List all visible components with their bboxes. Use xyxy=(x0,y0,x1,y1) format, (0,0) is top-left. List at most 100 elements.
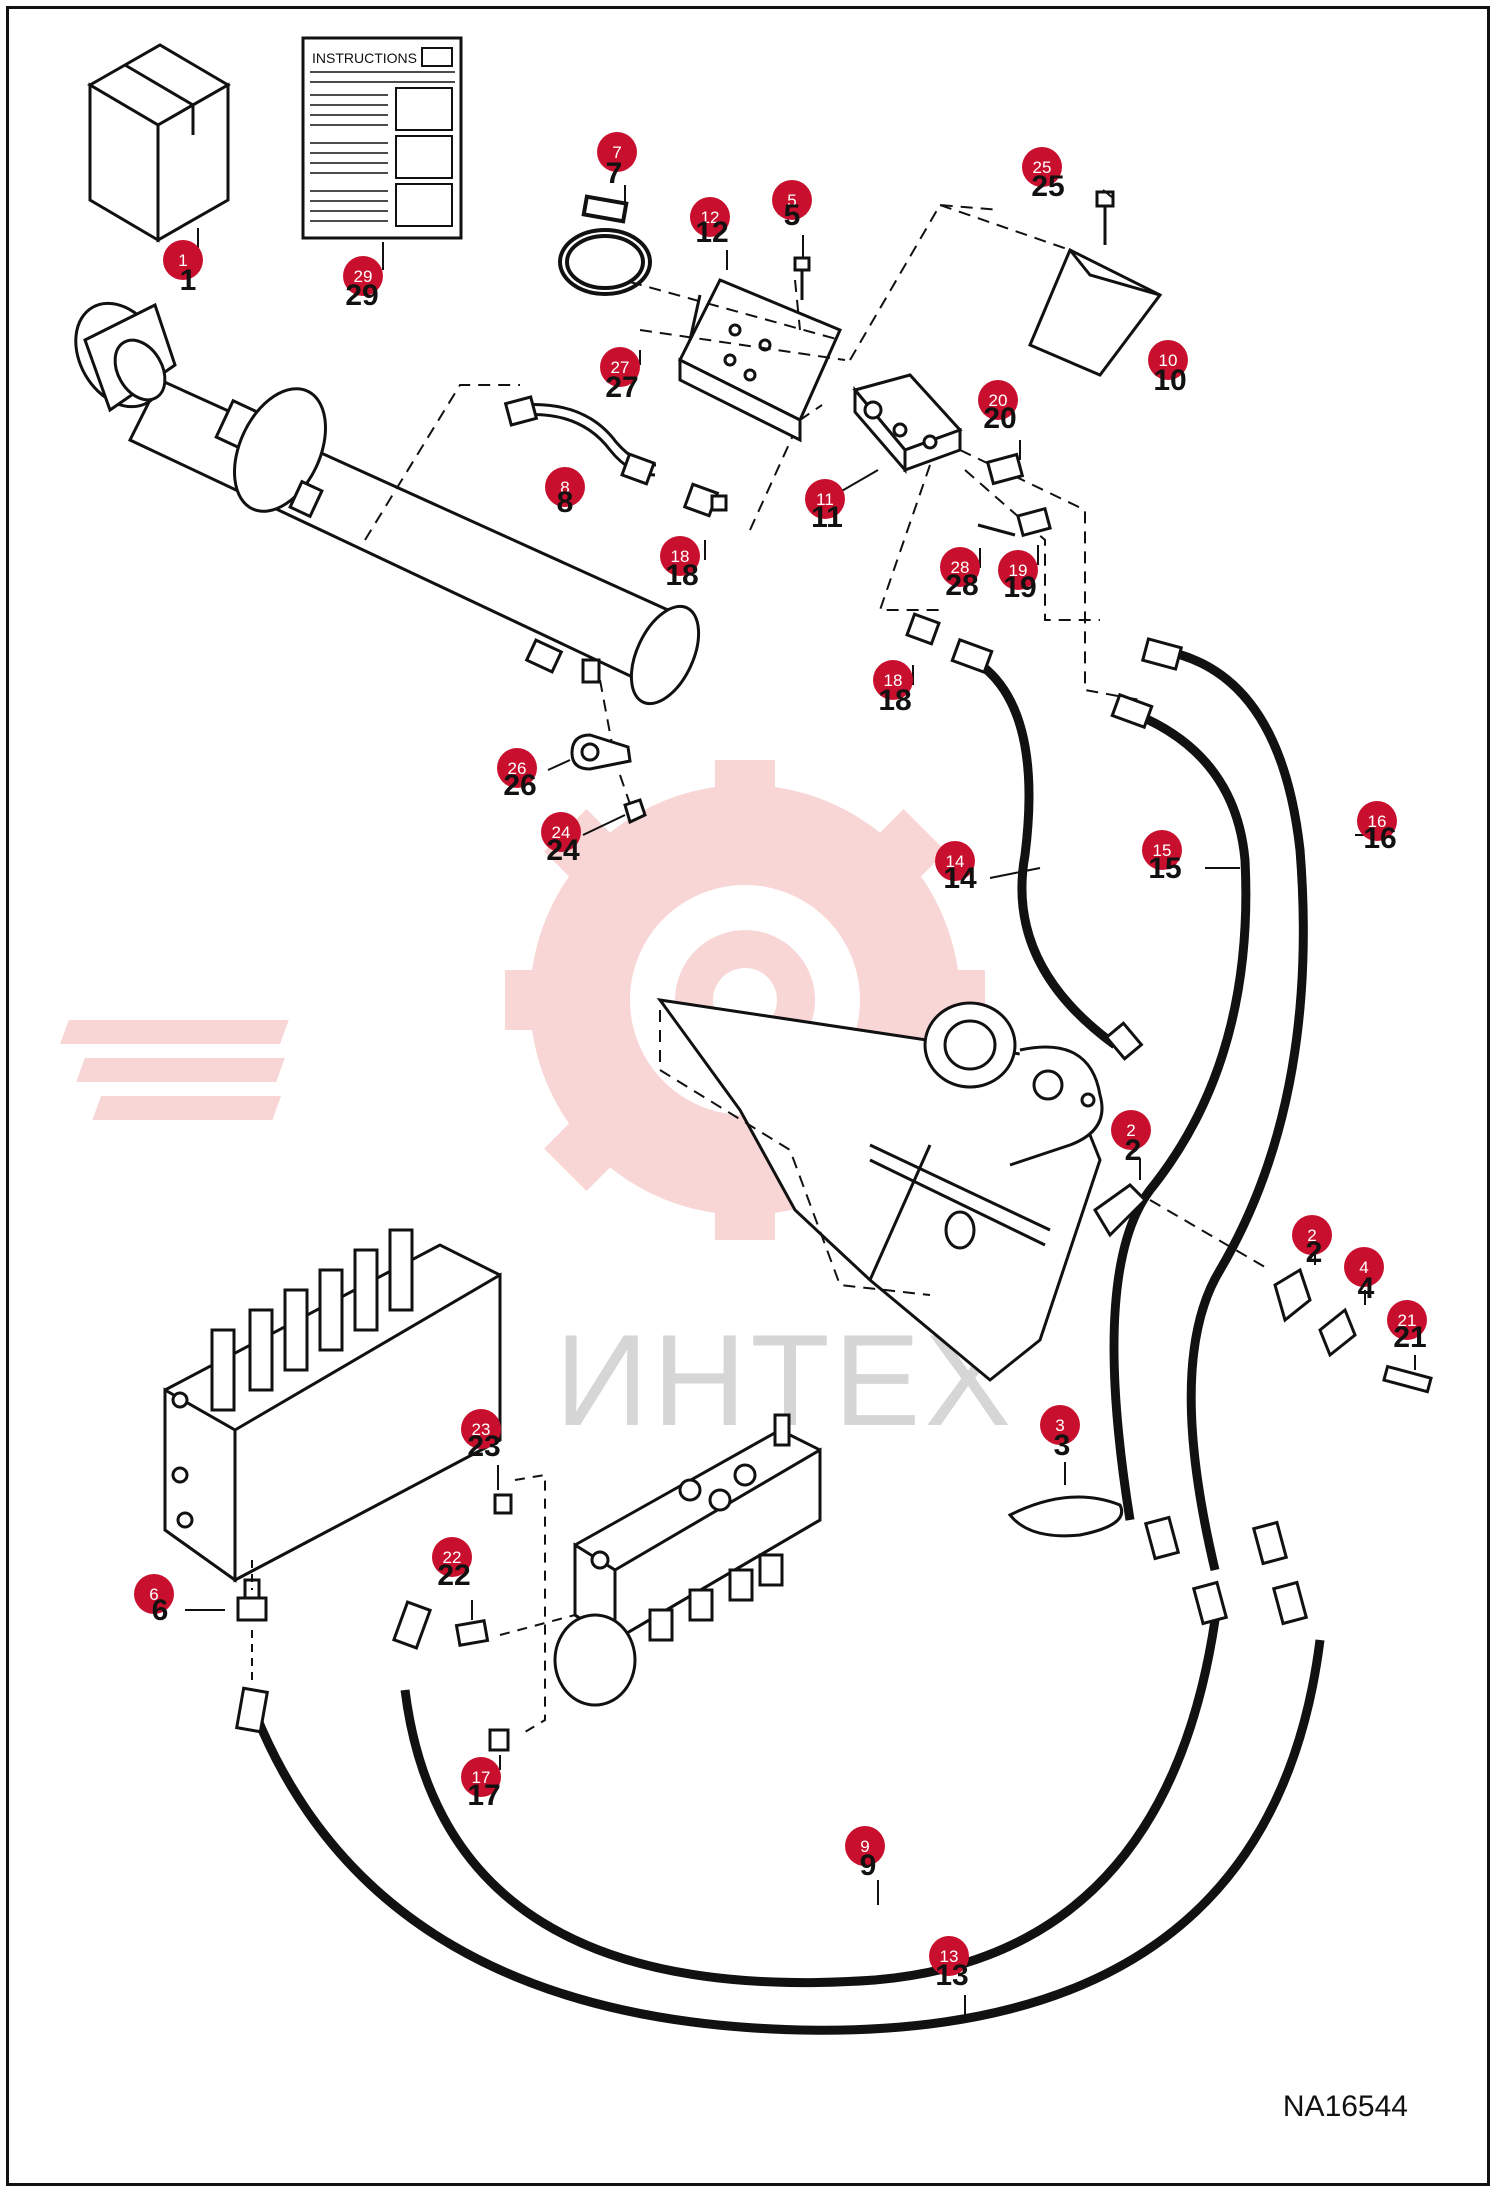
callout-badge xyxy=(978,380,1018,420)
callout-badge-number: 11 xyxy=(816,490,834,509)
callout-badge xyxy=(545,467,585,507)
callout-badge xyxy=(343,256,383,296)
instructions-sheet: INSTRUCTIONS xyxy=(301,36,463,240)
callout-part-label: 19 xyxy=(1003,571,1036,604)
callout-part-label: 14 xyxy=(943,862,977,895)
callout-badge-number: 16 xyxy=(1368,812,1387,831)
fitting-part xyxy=(905,452,1052,646)
callout-part-label: 2 xyxy=(1306,1236,1323,1269)
callout-part-label: 13 xyxy=(935,1959,968,1992)
callout-part-label: 5 xyxy=(784,199,801,232)
callout-badge xyxy=(1292,1215,1332,1255)
callout-badge xyxy=(163,240,203,280)
callout-badge-number: 9 xyxy=(860,1837,869,1856)
callout-part-label: 1 xyxy=(180,264,197,297)
instructions-title: INSTRUCTIONS xyxy=(312,50,417,66)
callout-badge-number: 2 xyxy=(1307,1226,1316,1245)
callout-badge xyxy=(134,1574,174,1614)
hose-clamp-part xyxy=(570,733,647,825)
callout-part-label: 9 xyxy=(860,1849,877,1882)
callout-badge xyxy=(461,1757,501,1797)
hydraulic-hoses xyxy=(245,645,1325,2035)
control-valve-part xyxy=(163,1228,502,1583)
callout-badge xyxy=(1022,147,1062,187)
callout-badge xyxy=(873,660,913,700)
callout-badge xyxy=(1387,1300,1427,1340)
callout-badge-number: 24 xyxy=(552,823,571,842)
callout-part-label: 22 xyxy=(437,1559,470,1592)
callout-part-label: 18 xyxy=(878,684,911,717)
callout-badge-number: 15 xyxy=(1153,841,1172,860)
callout-c6: 66 xyxy=(134,1574,174,1627)
callout-c4: 44 xyxy=(1344,1247,1384,1305)
callout-badge-number: 1 xyxy=(178,251,187,270)
callout-badge xyxy=(1357,801,1397,841)
callout-badge-number: 12 xyxy=(701,208,720,227)
bolt-part xyxy=(793,256,811,300)
steel-tube-part xyxy=(503,395,728,518)
callout-part-label: 20 xyxy=(983,402,1016,435)
callout-badge xyxy=(929,1936,969,1976)
callout-badge-number: 28 xyxy=(951,558,970,577)
callout-badge xyxy=(940,547,980,587)
callout-badge-number: 25 xyxy=(1033,158,1052,177)
callout-badge xyxy=(690,197,730,237)
band-clamp-part xyxy=(558,194,652,296)
valve-fitting-6 xyxy=(236,1578,268,1622)
callout-badge xyxy=(1111,1110,1151,1150)
callout-badge-number: 8 xyxy=(560,478,569,497)
callout-part-label: 25 xyxy=(1031,170,1064,203)
callout-badge-number: 21 xyxy=(1398,1311,1417,1330)
callout-badge xyxy=(597,132,637,172)
callout-badge-number: 23 xyxy=(472,1420,491,1439)
callout-badge-number: 22 xyxy=(443,1548,462,1567)
callout-part-label: 29 xyxy=(345,279,378,312)
callout-badge-number: 6 xyxy=(149,1585,158,1604)
cover-plate-part xyxy=(1028,190,1163,377)
clamp-parts xyxy=(1093,1183,1433,1394)
callout-c9: 99 xyxy=(845,1826,885,1882)
callout-badge xyxy=(497,748,537,788)
callout-badge xyxy=(541,812,581,852)
small-fittings xyxy=(454,1493,513,1752)
callout-part-label: 2 xyxy=(1125,1134,1142,1167)
callout-badge-number: 4 xyxy=(1359,1258,1368,1277)
callout-part-label: 16 xyxy=(1363,822,1396,855)
callout-part-label: 15 xyxy=(1148,852,1181,885)
callout-part-label: 17 xyxy=(467,1779,500,1812)
callout-part-label: 3 xyxy=(1054,1429,1071,1462)
callout-badge-number: 26 xyxy=(508,759,527,778)
callout-badge-number: 2 xyxy=(1126,1121,1135,1140)
callout-badge xyxy=(935,841,975,881)
callout-part-label: 8 xyxy=(557,486,574,519)
callout-part-label: 27 xyxy=(605,371,638,404)
callout-badge xyxy=(772,180,812,220)
callout-badge xyxy=(998,550,1038,590)
valve-block-part xyxy=(852,373,963,475)
callout-badge xyxy=(1148,340,1188,380)
callout-badge-number: 10 xyxy=(1159,351,1178,370)
mounting-bracket-part xyxy=(677,278,842,443)
callout-part-label: 24 xyxy=(546,834,580,867)
hose-ends xyxy=(234,637,1309,1734)
callout-part-label: 21 xyxy=(1393,1321,1426,1354)
callout-part-label: 12 xyxy=(695,216,728,249)
callout-badge-number: 18 xyxy=(884,671,903,690)
callout-c1: 11 xyxy=(163,240,203,297)
callout-badge xyxy=(805,479,845,519)
